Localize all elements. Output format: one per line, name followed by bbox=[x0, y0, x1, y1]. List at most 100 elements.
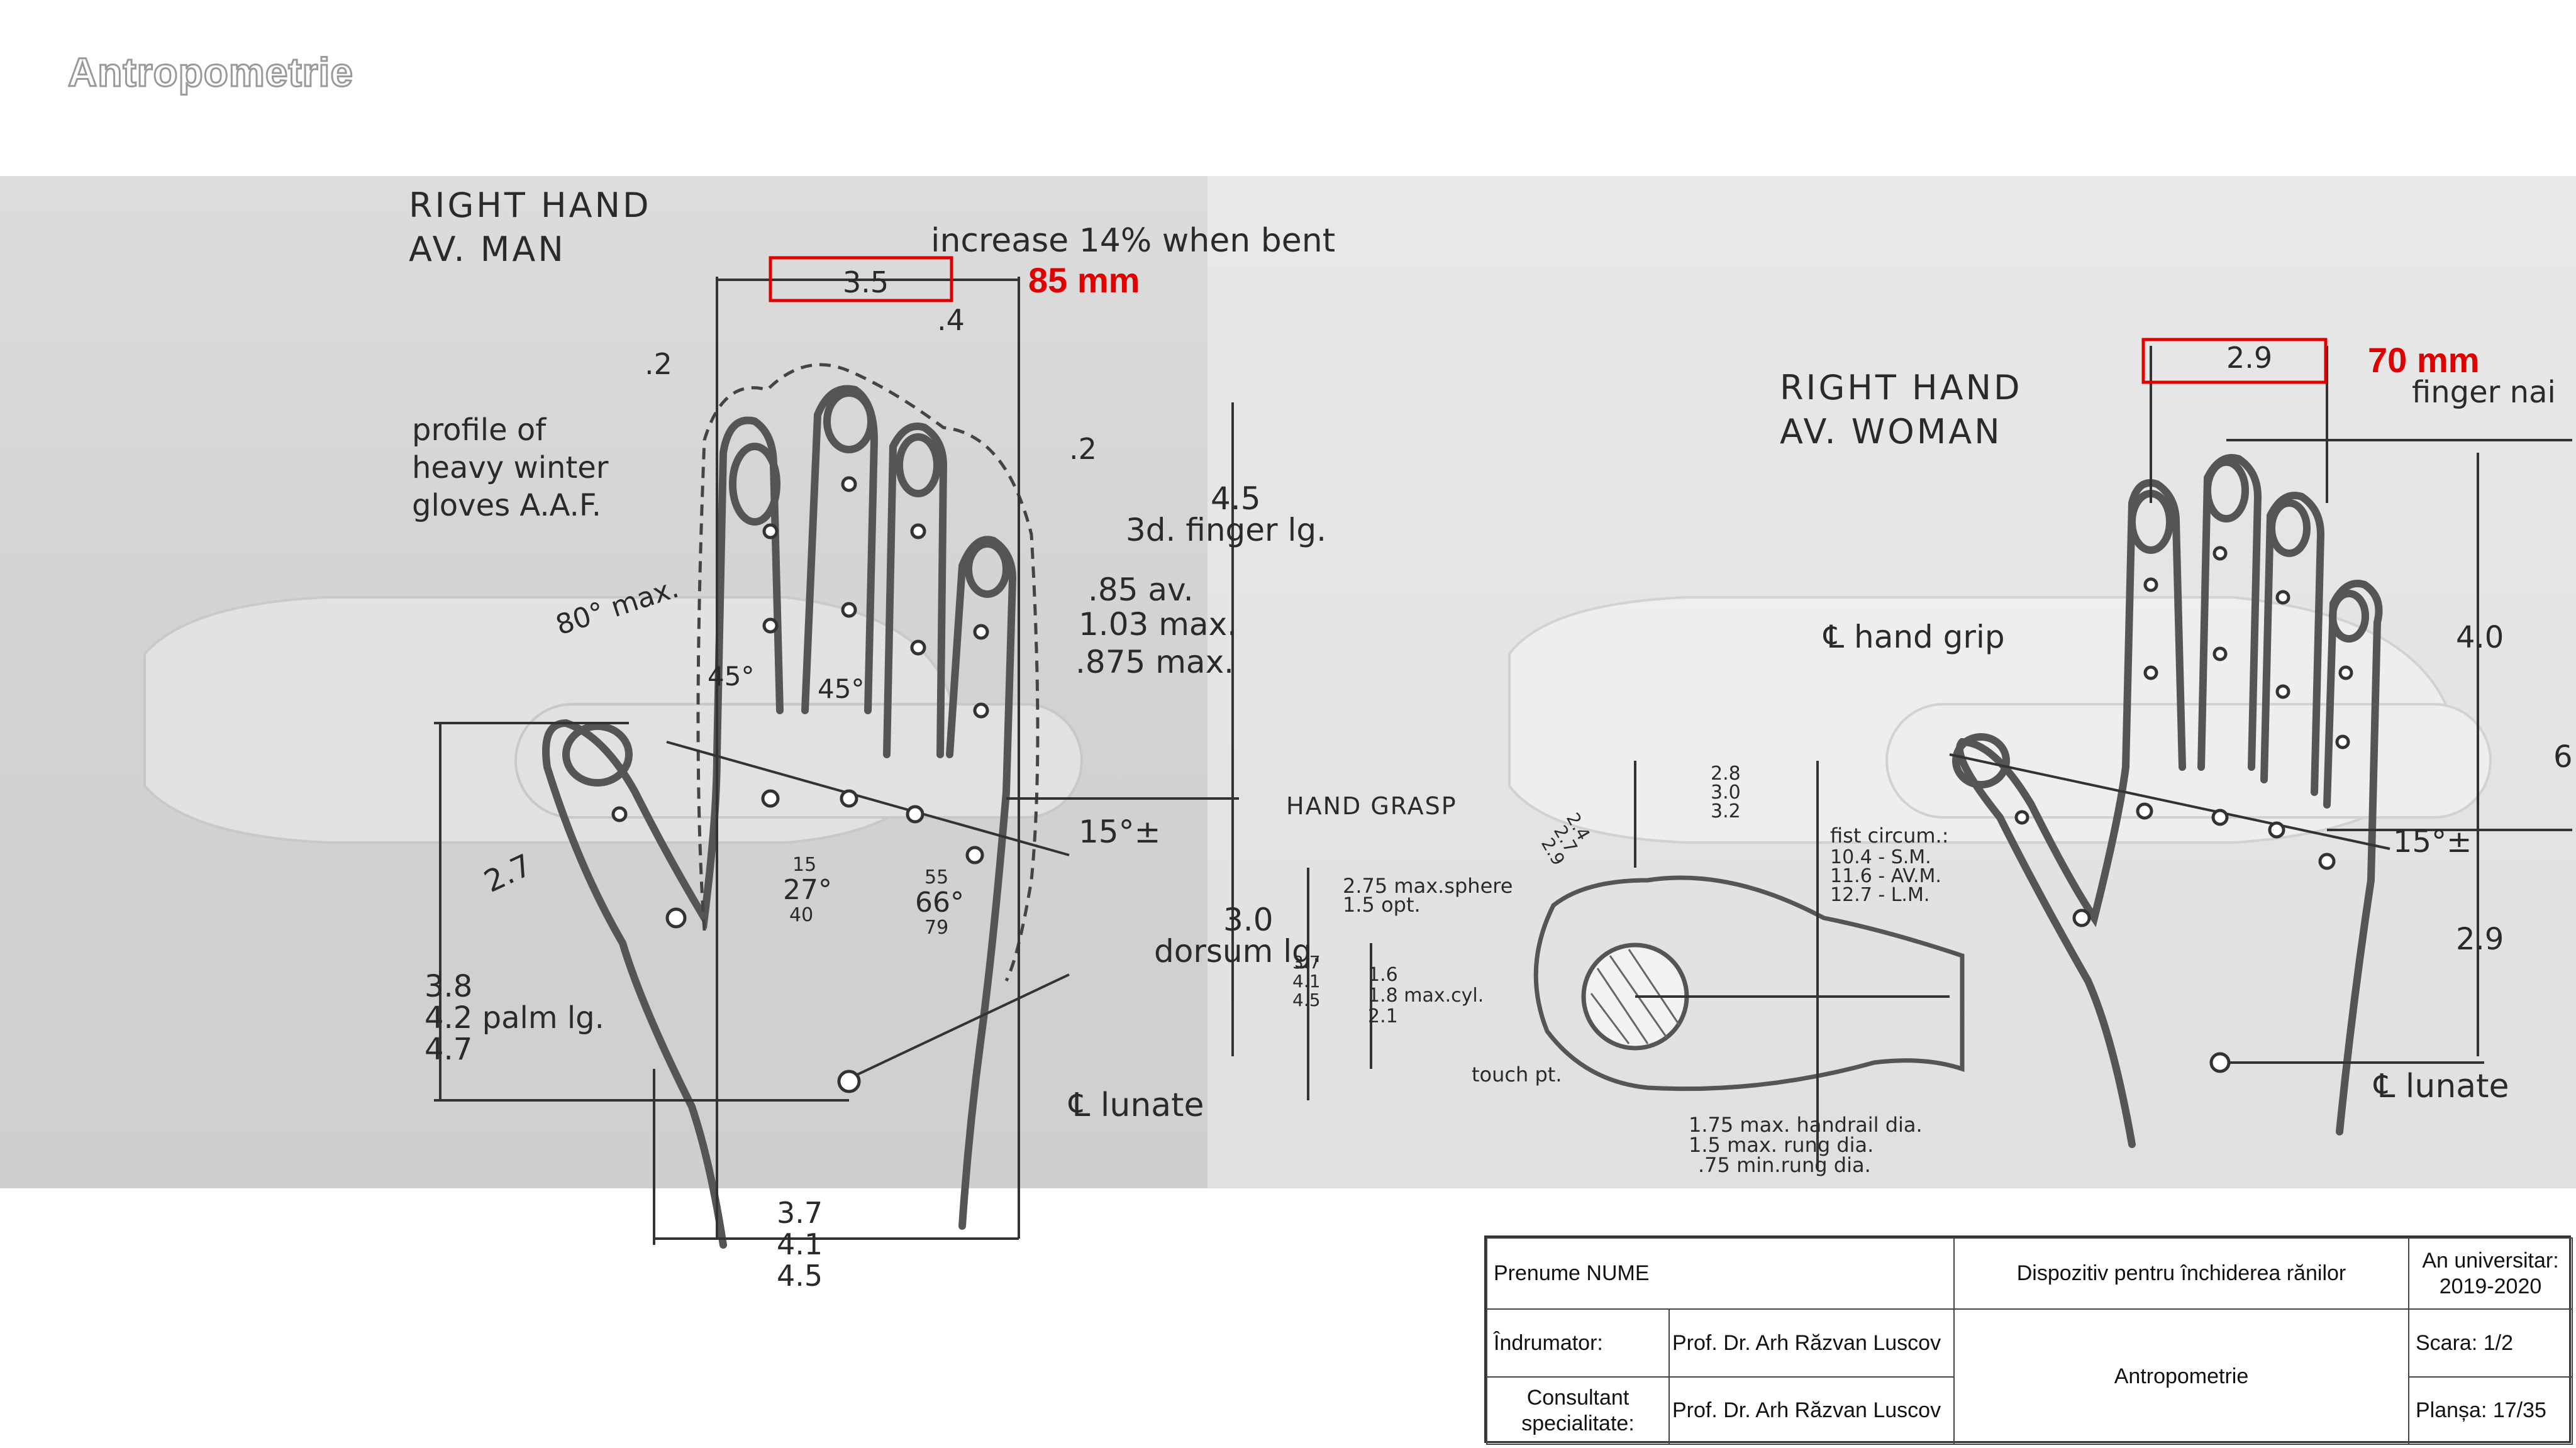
grasp-heading: HAND GRASP bbox=[1286, 792, 1457, 820]
student-name-cell: Prenume NUME bbox=[1486, 1237, 1955, 1310]
grasp-outline bbox=[1533, 875, 1965, 1092]
left-dia-av: .85 av. bbox=[1088, 572, 1194, 608]
grasp-side-1: 4.1 bbox=[1292, 971, 1321, 992]
left-dia-max: 1.03 max. bbox=[1079, 606, 1237, 643]
coordinator-name: Prof. Dr. Arh Răzvan Luscov bbox=[1672, 1330, 1941, 1355]
left-width-top-mm: 85 mm bbox=[1028, 260, 1140, 300]
left-bottom-width-1: 4.1 bbox=[777, 1227, 823, 1261]
left-width-highlight-box bbox=[769, 256, 953, 302]
left-angle-45a: 45° bbox=[708, 661, 754, 692]
academic-year-value: 2019-2020 bbox=[2439, 1274, 2542, 1298]
academic-year-cell: An universitar: 2019-2020 bbox=[2408, 1237, 2573, 1310]
left-angle-right-0: 55 bbox=[924, 866, 948, 888]
left-dim-04: .4 bbox=[937, 303, 965, 337]
left-palm-value-2: 4.7 bbox=[425, 1032, 472, 1067]
left-thumb-27: 2.7 bbox=[479, 848, 537, 900]
coordinator-label-cell: Îndrumator: bbox=[1486, 1308, 1670, 1378]
grasp-hatch bbox=[1590, 949, 1680, 1044]
left-finger-lg-label: 3d. finger lg. bbox=[1126, 512, 1326, 548]
left-dim-02-left: .2 bbox=[645, 347, 672, 381]
page-title: Antropometrie bbox=[67, 49, 354, 96]
right-width-top-mm: 70 mm bbox=[2368, 340, 2479, 380]
left-hand-outline bbox=[542, 385, 1017, 1249]
left-angle-mid-2: 40 bbox=[789, 904, 813, 926]
scale: Scara: 1/2 bbox=[2416, 1330, 2513, 1355]
right-heading-line2: AV. WOMAN bbox=[1780, 412, 2002, 451]
right-angle-15: 15°± bbox=[2393, 824, 2472, 859]
right-hand-outline bbox=[1952, 454, 2383, 1148]
left-angle-mid-1: 27° bbox=[783, 874, 832, 906]
drawing-background-right bbox=[1208, 176, 2576, 1188]
left-glove-profile bbox=[696, 363, 1040, 982]
title-block: Prenume NUME Dispozitiv pentru închidere… bbox=[1484, 1235, 2573, 1445]
student-name: Prenume NUME bbox=[1494, 1261, 1650, 1286]
coordinator-label: Îndrumator: bbox=[1494, 1330, 1603, 1355]
right-lunate: ℄ lunate bbox=[2373, 1068, 2509, 1105]
grasp-touch: touch pt. bbox=[1472, 1063, 1562, 1086]
left-dorsum-value: 3.0 bbox=[1223, 902, 1274, 938]
left-bottom-width-0: 3.7 bbox=[777, 1196, 823, 1230]
left-angle-15: 15°± bbox=[1079, 814, 1161, 850]
right-hand-grip: ℄ hand grip bbox=[1823, 619, 2005, 655]
left-joint-points bbox=[611, 476, 989, 1093]
right-heading-line1: RIGHT HAND bbox=[1780, 368, 2023, 407]
grasp-rail-3: .75 min.rung dia. bbox=[1698, 1153, 1871, 1177]
scale-cell: Scara: 1/2 bbox=[2408, 1308, 2573, 1378]
right-val-40: 4.0 bbox=[2456, 620, 2504, 655]
grasp-fist-1: fist circum.: bbox=[1830, 824, 1948, 848]
right-dimension-lines bbox=[1949, 346, 2572, 1064]
coordinator-name-cell: Prof. Dr. Arh Răzvan Luscov bbox=[1668, 1308, 1955, 1378]
grasp-cyl-1: 1.8 max.cyl. bbox=[1368, 985, 1484, 1007]
project-title: Dispozitiv pentru închiderea rănilor bbox=[2016, 1261, 2346, 1286]
consultant-name-cell: Prof. Dr. Arh Răzvan Luscov bbox=[1668, 1376, 1955, 1445]
left-bottom-width-2: 4.5 bbox=[777, 1259, 823, 1293]
grasp-rail-2: 1.5 max. rung dia. bbox=[1689, 1133, 1874, 1157]
left-lunate: ℄ lunate bbox=[1068, 1086, 1204, 1124]
left-angle-right-2: 79 bbox=[924, 917, 948, 939]
right-width-highlight-box bbox=[2141, 338, 2328, 384]
consultant-label-cell: Consultant specialitate: bbox=[1486, 1376, 1670, 1445]
left-gloves-note-1: profile of bbox=[412, 412, 547, 448]
left-heading-line2: AV. MAN bbox=[409, 229, 566, 269]
sheet-topic: Antropometrie bbox=[2114, 1364, 2249, 1389]
right-width-top: 2.9 bbox=[2226, 341, 2272, 375]
left-angle-mid-0: 15 bbox=[792, 854, 816, 876]
project-title-cell: Dispozitiv pentru închiderea rănilor bbox=[1953, 1237, 2409, 1310]
left-gloves-note-2: heavy winter bbox=[412, 450, 609, 485]
grasp-fist-3: 11.6 - AV.M. bbox=[1830, 865, 1941, 887]
left-dia-875: .875 max. bbox=[1075, 644, 1234, 680]
grasp-cyl-0: 1.6 bbox=[1368, 964, 1398, 986]
right-val-6: 6 bbox=[2553, 739, 2573, 775]
grasp-fist-2: 10.4 - S.M. bbox=[1830, 846, 1931, 868]
left-angle-45b: 45° bbox=[818, 673, 864, 704]
sheet-topic-cell: Antropometrie bbox=[1953, 1308, 2409, 1445]
grasp-rail-1: 1.75 max. handrail dia. bbox=[1689, 1113, 1923, 1137]
grasp-side-2: 4.5 bbox=[1292, 990, 1321, 1010]
right-finger-note: finger nai bbox=[2412, 375, 2556, 410]
plate-cell: Planșa: 17/35 bbox=[2408, 1376, 2573, 1445]
grasp-sphere-1: 2.75 max.sphere bbox=[1343, 874, 1513, 898]
left-dim-02-right: .2 bbox=[1069, 432, 1097, 466]
consultant-name: Prof. Dr. Arh Răzvan Luscov bbox=[1672, 1398, 1941, 1423]
plate-number: Planșa: 17/35 bbox=[2416, 1398, 2546, 1423]
left-gloves-note-3: gloves A.A.F. bbox=[412, 488, 601, 523]
grasp-side-0: 3.7 bbox=[1292, 952, 1321, 973]
left-finger-lg-value: 4.5 bbox=[1211, 480, 1261, 517]
left-increase-note: increase 14% when bent bbox=[931, 222, 1335, 260]
grasp-sphere-2: 1.5 opt. bbox=[1343, 893, 1421, 917]
grasp-circ-2: 3.2 bbox=[1711, 800, 1741, 822]
grasp-circ-1: 3.0 bbox=[1711, 782, 1741, 804]
left-palm-value-0: 3.8 bbox=[425, 969, 472, 1004]
left-dimension-lines bbox=[434, 277, 1239, 1245]
grasp-circ-0: 2.8 bbox=[1711, 763, 1741, 785]
grasp-dimension-lines bbox=[1307, 761, 1950, 1169]
left-palm-value-1: 4.2 palm lg. bbox=[425, 1000, 604, 1036]
academic-year-label: An universitar: bbox=[2422, 1248, 2559, 1273]
grasp-cyl-2: 2.1 bbox=[1368, 1005, 1398, 1027]
left-heading-line1: RIGHT HAND bbox=[409, 185, 652, 225]
consultant-label: Consultant specialitate: bbox=[1521, 1385, 1635, 1435]
grasp-fist-4: 12.7 - L.M. bbox=[1830, 884, 1929, 906]
left-width-top: 3.5 bbox=[843, 265, 889, 299]
left-dorsum-label: dorsum lg. bbox=[1154, 933, 1322, 970]
